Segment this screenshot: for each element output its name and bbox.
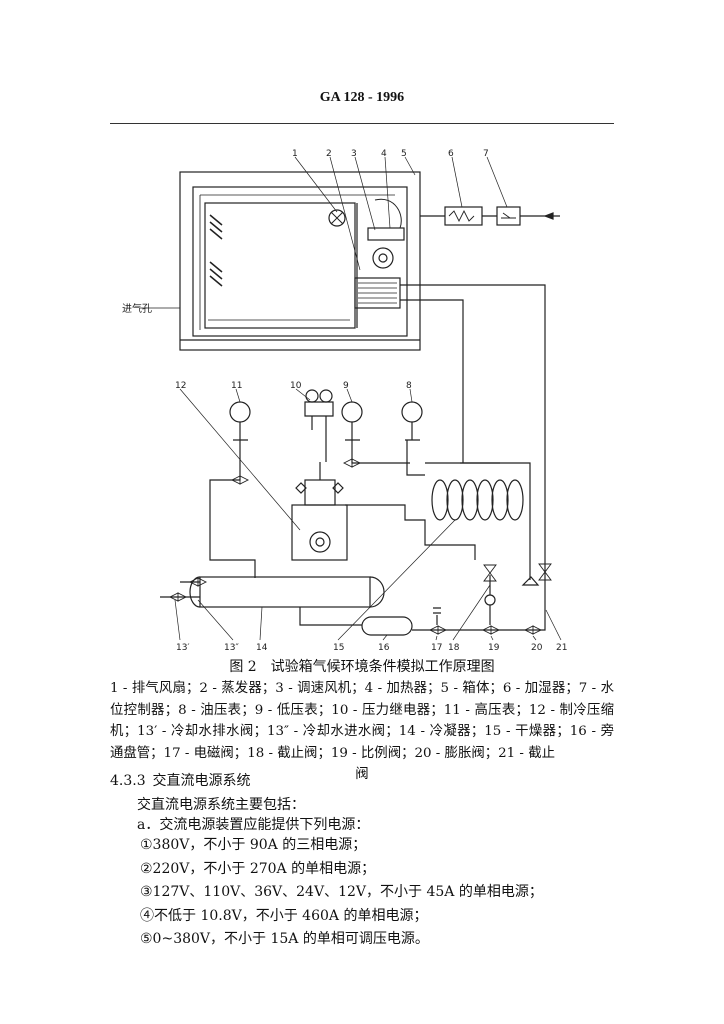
leader-lines xyxy=(174,156,562,641)
low-pressure-gauge xyxy=(341,401,363,441)
list-item: ④不低于 10.8V，不小于 460A 的单相电源； xyxy=(140,907,428,924)
num-8: 8 xyxy=(406,381,412,391)
num-17: 17 xyxy=(431,643,442,653)
num-1: 1 xyxy=(292,149,298,159)
bypass-coil-symbol xyxy=(431,479,524,521)
humidifier-symbol xyxy=(444,206,483,226)
num-11: 11 xyxy=(231,381,242,391)
condenser-symbol xyxy=(189,576,385,608)
inlet-label: 进气孔 xyxy=(122,302,152,315)
section-title: 交直流电源系统 xyxy=(152,773,251,789)
document-header: GA 128 - 1996 xyxy=(319,90,405,105)
num-18: 18 xyxy=(448,643,460,653)
num-13p: 13′ xyxy=(176,643,190,653)
num-7: 7 xyxy=(483,149,489,159)
exhaust-fan-symbol xyxy=(328,209,346,227)
num-13pp: 13″ xyxy=(224,643,239,653)
list-item: ⑤0~380V，不小于 15A 的单相可调压电源。 xyxy=(140,931,429,947)
num-15: 15 xyxy=(333,643,344,653)
num-9: 9 xyxy=(343,381,349,391)
level-controller-symbol xyxy=(496,206,521,226)
num-2: 2 xyxy=(326,149,332,159)
num-5: 5 xyxy=(401,149,407,159)
blower-heater-unit xyxy=(354,198,405,309)
header-rule xyxy=(110,123,614,124)
num-16: 16 xyxy=(378,643,390,653)
component-numbers: 1 2 3 4 5 6 7 8 9 10 11 12 13′ 13″ 14 15… xyxy=(175,149,567,653)
list-item: ①380V，不小于 90A 的三相电源； xyxy=(140,837,367,853)
num-6: 6 xyxy=(448,149,454,159)
figure-legend: 1 - 排气风扇；2 - 蒸发器；3 - 调速风机；4 - 加热器；5 - 箱体… xyxy=(110,678,614,786)
legend-text: 1 - 排气风扇；2 - 蒸发器；3 - 调速风机；4 - 加热器；5 - 箱体… xyxy=(110,681,614,761)
list-item: ③127V、110V、36V、24V、12V，不小于 45A 的单相电源； xyxy=(140,884,543,900)
num-3: 3 xyxy=(351,149,357,159)
section-intro: 交直流电源系统主要包括： xyxy=(137,797,305,813)
pressure-relay-symbol xyxy=(304,389,334,440)
figure-caption: 图 2 试验箱气候环境条件模拟工作原理图 xyxy=(229,659,495,675)
compressor-symbol xyxy=(291,479,348,561)
dryer-symbol xyxy=(361,616,413,636)
power-supply-list: ①380V，不小于 90A 的三相电源； ②220V，不小于 270A 的单相电… xyxy=(140,834,543,952)
section-heading: 4.3.3 交直流电源系统 xyxy=(110,770,250,790)
section-number: 4.3.3 xyxy=(110,773,146,789)
num-12: 12 xyxy=(175,381,186,391)
num-20: 20 xyxy=(531,643,543,653)
num-21: 21 xyxy=(556,643,567,653)
num-14: 14 xyxy=(256,643,268,653)
chamber-box xyxy=(179,171,421,351)
list-item: ②220V，不小于 270A 的单相电源； xyxy=(140,860,376,877)
evaporator-hatching xyxy=(209,214,223,287)
num-19: 19 xyxy=(488,643,500,653)
num-10: 10 xyxy=(290,381,302,391)
legend-tail: 阀 xyxy=(355,767,369,782)
high-pressure-gauge xyxy=(229,401,251,441)
sub-item-a: a．交流电源装置应能提供下列电源： xyxy=(137,817,370,833)
working-principle-diagram: 进气孔 1 2 3 4 5 6 7 8 9 10 11 12 13′ 13″ 1… xyxy=(122,149,567,653)
num-4: 4 xyxy=(381,149,387,159)
oil-pressure-gauge xyxy=(401,401,423,441)
